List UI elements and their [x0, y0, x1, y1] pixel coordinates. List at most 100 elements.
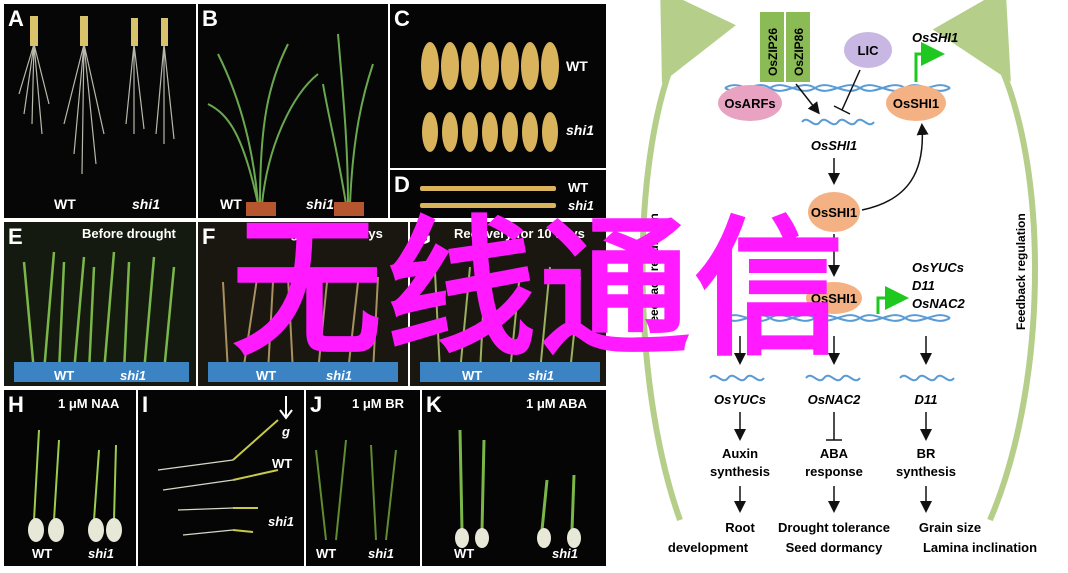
panel-a-roots [18, 16, 175, 175]
osarfs-label: OsARFs [724, 96, 775, 111]
panel-f-title: Drought for 25 days [260, 226, 383, 241]
oszip26-box [760, 12, 784, 82]
panel-e-plants [14, 251, 189, 382]
process-3-line-1: BR [917, 446, 936, 461]
outcome-3-line-2: Lamina inclination [923, 540, 1037, 555]
autoregulation-arrow [861, 123, 929, 211]
panel-c-wt-label: WT [566, 58, 588, 74]
panel-b-letter: B [202, 6, 218, 31]
panel-k-title: 1 μM ABA [526, 396, 587, 411]
panel-h-wt-label: WT [32, 546, 53, 561]
oszip26-label: OsZIP26 [766, 28, 780, 76]
panel-a-shi1-label: shi1 [132, 196, 161, 212]
outcome-2-line-2: Seed dormancy [786, 540, 884, 555]
panel-g-letter: G [414, 224, 432, 249]
osarfs-activation-arrow [795, 83, 820, 115]
panel-i-seedlings [157, 396, 293, 536]
osshi1-protein-mid-label: OsSHI1 [811, 205, 857, 220]
panel-f-plants [208, 271, 398, 382]
target-gene-3: OsNAC2 [912, 296, 966, 311]
process-3-line-2: synthesis [896, 464, 956, 479]
panel-i-letter: I [142, 392, 149, 417]
target-promoter-arrow-icon [876, 286, 909, 314]
panel-e-wt-label: WT [54, 368, 75, 383]
panel-h-letter: H [8, 392, 24, 417]
oszip86-label: OsZIP86 [792, 28, 806, 76]
panel-f-wt-label: WT [256, 368, 277, 383]
mrna-1-label: OsYUCs [714, 392, 766, 407]
osshi1-protein-bound-label: OsSHI1 [811, 291, 857, 306]
pathway-diagram: OsZIP26 OsZIP86 LIC OsSHI1 OsARFs OsSHI1… [639, 0, 1038, 555]
outcome-3-line-1: Grain size [919, 520, 981, 535]
outcome-1-line-2: development [668, 540, 749, 555]
panel-j-letter: J [310, 392, 323, 417]
left-feedback-label: Feedback regulation [647, 213, 661, 330]
col2-repression [826, 412, 842, 441]
panel-h-seedlings [28, 429, 122, 542]
panel-j-wt-label: WT [316, 546, 337, 561]
right-feedback-label: Feedback regulation [1014, 213, 1028, 330]
right-feedback-arc [932, 0, 1038, 522]
lic-label: LIC [858, 43, 880, 58]
panel-a-letter: A [8, 6, 24, 31]
process-1-line-2: synthesis [710, 464, 770, 479]
panel-d-letter: D [394, 172, 410, 197]
promoter-arrow-icon [914, 42, 945, 82]
panel-k: K 1 μM ABA WT shi1 [422, 390, 606, 566]
panel-f-letter: F [202, 224, 216, 249]
panel-k-letter: K [426, 392, 442, 417]
panel-b-wt-label: WT [220, 196, 242, 212]
osshi1-protein-right-label: OsSHI1 [893, 96, 939, 111]
osshi1-gene-label: OsSHI1 [912, 30, 958, 45]
panel-g: G Recovery for 10 days WT shi1 [410, 222, 606, 386]
panel-b: B WT shi1 [198, 4, 388, 218]
panel-d-grains [420, 186, 556, 208]
panel-j: J 1 μM BR WT shi1 [306, 390, 420, 566]
mrna-2-label: OsNAC2 [808, 392, 862, 407]
process-2-line-2: response [805, 464, 863, 479]
gravity-arrow-icon [279, 396, 293, 420]
panel-h-shi1-label: shi1 [88, 546, 115, 561]
panel-f: F Drought for 25 days WT shi1 [198, 222, 408, 386]
panel-c: C WT shi1 [390, 4, 606, 168]
panel-e-shi1-label: shi1 [120, 368, 147, 383]
panel-h-title: 1 μM NAA [58, 396, 120, 411]
left-feedback-arc [639, 0, 736, 522]
panel-g-wt-label: WT [462, 368, 483, 383]
oszip86-box [786, 12, 810, 82]
mrna-2 [805, 374, 861, 382]
panel-e-letter: E [8, 224, 23, 249]
panel-a: A WT shi1 [4, 4, 196, 218]
panel-j-title: 1 μM BR [352, 396, 405, 411]
osshi1-mrna-label: OsSHI1 [811, 138, 857, 153]
mrna-3 [899, 374, 955, 382]
target-gene-1: OsYUCs [912, 260, 964, 275]
panel-c-shi1-label: shi1 [566, 122, 595, 138]
panel-j-shi1-label: shi1 [368, 546, 395, 561]
panel-f-shi1-label: shi1 [326, 368, 353, 383]
outcome-1-line-1: Root [725, 520, 755, 535]
panel-c-letter: C [394, 6, 410, 31]
panel-e: E Before drought WT shi1 [4, 222, 196, 386]
panel-i-shi1-label: shi1 [268, 514, 295, 529]
osshi1-protein-mid-node [808, 192, 860, 232]
panel-c-grains [421, 42, 559, 152]
panel-j-seedlings [315, 439, 397, 541]
mrna-3-label: D11 [915, 392, 938, 407]
process-2-line-1: ABA [820, 446, 849, 461]
panel-g-shi1-label: shi1 [528, 368, 555, 383]
panel-i: I g WT shi1 [138, 390, 304, 566]
lic-repression-line [833, 69, 861, 115]
panel-b-plants [207, 33, 374, 216]
dna-bottom [724, 314, 951, 322]
mrna-1 [709, 374, 765, 382]
panel-b-shi1-label: shi1 [306, 196, 335, 212]
osshi1-protein-bound-node [806, 282, 862, 314]
panel-k-wt-label: WT [454, 546, 475, 561]
panel-h: H 1 μM NAA WT shi1 [4, 390, 136, 566]
target-gene-2: D11 [912, 278, 935, 293]
panel-e-title: Before drought [82, 226, 176, 241]
panel-i-g-label: g [282, 424, 290, 439]
panel-k-seedlings [455, 429, 581, 548]
panel-a-wt-label: WT [54, 196, 76, 212]
